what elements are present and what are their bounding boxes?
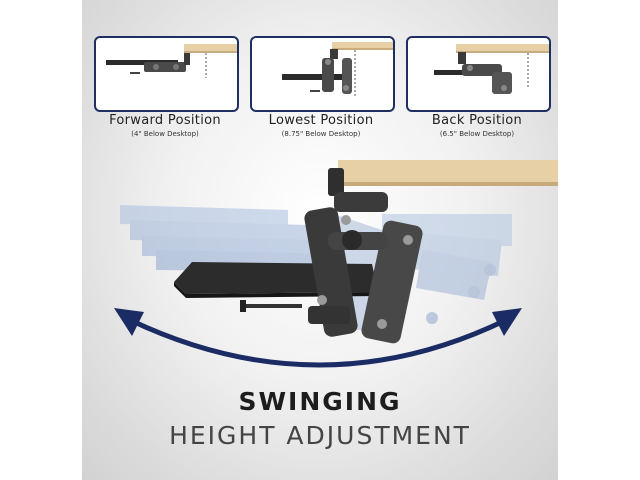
lowest-position-title: Lowest Position [268, 113, 374, 128]
swing-arrow-icon [114, 308, 522, 368]
back-position-subtitle: (6.5" Below Desktop) [439, 130, 515, 138]
product-panel: Forward Position (4" Below Desktop) Lowe… [82, 0, 558, 480]
keyboard-tray-mechanism-icon [114, 160, 558, 368]
back-position-title: Back Position [431, 113, 523, 128]
lowest-position-thumbnail [250, 36, 395, 112]
forward-position-title: Forward Position [109, 113, 221, 128]
forward-position-thumbnail [94, 36, 239, 112]
forward-position-subtitle: (4" Below Desktop) [131, 130, 199, 138]
lowest-position-subtitle: (8.75" Below Desktop) [281, 130, 361, 138]
headline-primary: SWINGING [238, 387, 402, 416]
back-position-thumbnail [406, 36, 551, 112]
headline-secondary: HEIGHT ADJUSTMENT [169, 421, 471, 450]
back-position-caption: Back Position (6.5" Below Desktop) [402, 113, 552, 139]
forward-position-caption: Forward Position (4" Below Desktop) [90, 113, 240, 139]
lowest-position-caption: Lowest Position (8.75" Below Desktop) [246, 113, 396, 139]
